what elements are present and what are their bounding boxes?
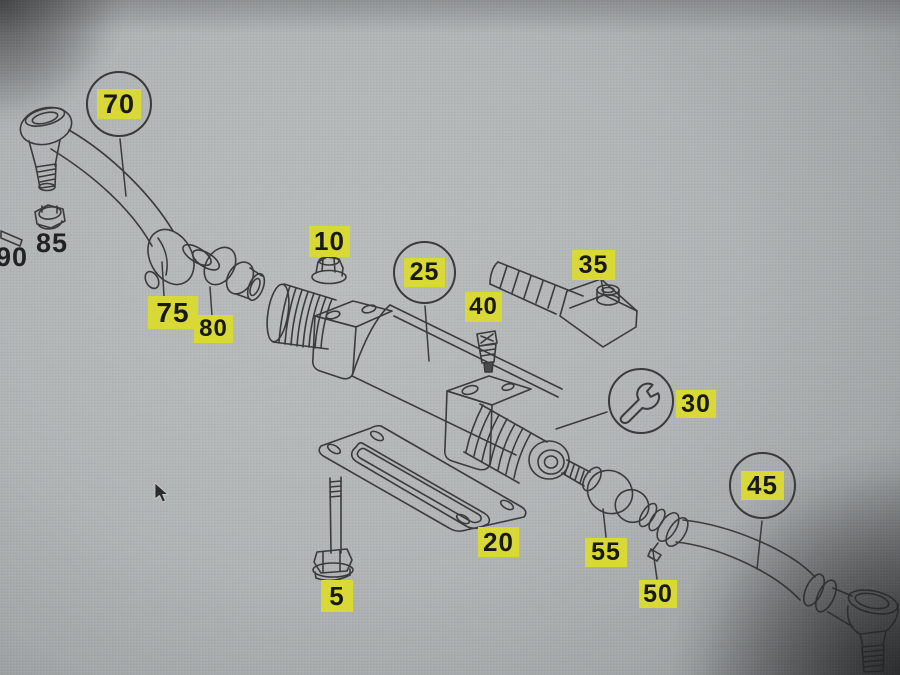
part-gasket-plate — [318, 424, 527, 532]
part-grease-fitting — [476, 330, 498, 373]
wrench-callout — [608, 368, 674, 434]
callout-40[interactable]: 40 — [465, 292, 502, 322]
part-cotter-pin — [0, 230, 23, 247]
callout-30[interactable]: 30 — [676, 390, 716, 418]
callout-90: 90 — [0, 242, 29, 272]
callout-20[interactable]: 20 — [478, 527, 519, 557]
part-center-housing — [266, 283, 570, 484]
callout-80[interactable]: 80 — [194, 315, 233, 343]
callout-45-number: 45 — [741, 470, 784, 501]
callout-85: 85 — [36, 228, 69, 258]
callout-10[interactable]: 10 — [309, 226, 350, 257]
callout-25[interactable]: 25 — [393, 241, 456, 304]
callout-35[interactable]: 35 — [572, 250, 615, 280]
callout-55[interactable]: 55 — [585, 538, 627, 567]
callout-50[interactable]: 50 — [639, 580, 677, 608]
mouse-cursor — [154, 482, 169, 503]
part-castle-nut — [34, 204, 66, 230]
callout-75[interactable]: 75 — [148, 296, 198, 329]
leader-lines — [119, 138, 763, 580]
part-tie-rod — [561, 459, 899, 673]
callout-45[interactable]: 45 — [729, 452, 796, 519]
callout-25-number: 25 — [403, 258, 446, 287]
wrench-icon — [619, 382, 660, 424]
callout-5[interactable]: 5 — [321, 580, 353, 612]
part-drag-link — [19, 106, 266, 302]
callout-70-number: 70 — [96, 88, 142, 120]
callout-70[interactable]: 70 — [86, 71, 152, 137]
part-flange-nut — [311, 256, 347, 285]
part-bolt — [312, 476, 354, 582]
